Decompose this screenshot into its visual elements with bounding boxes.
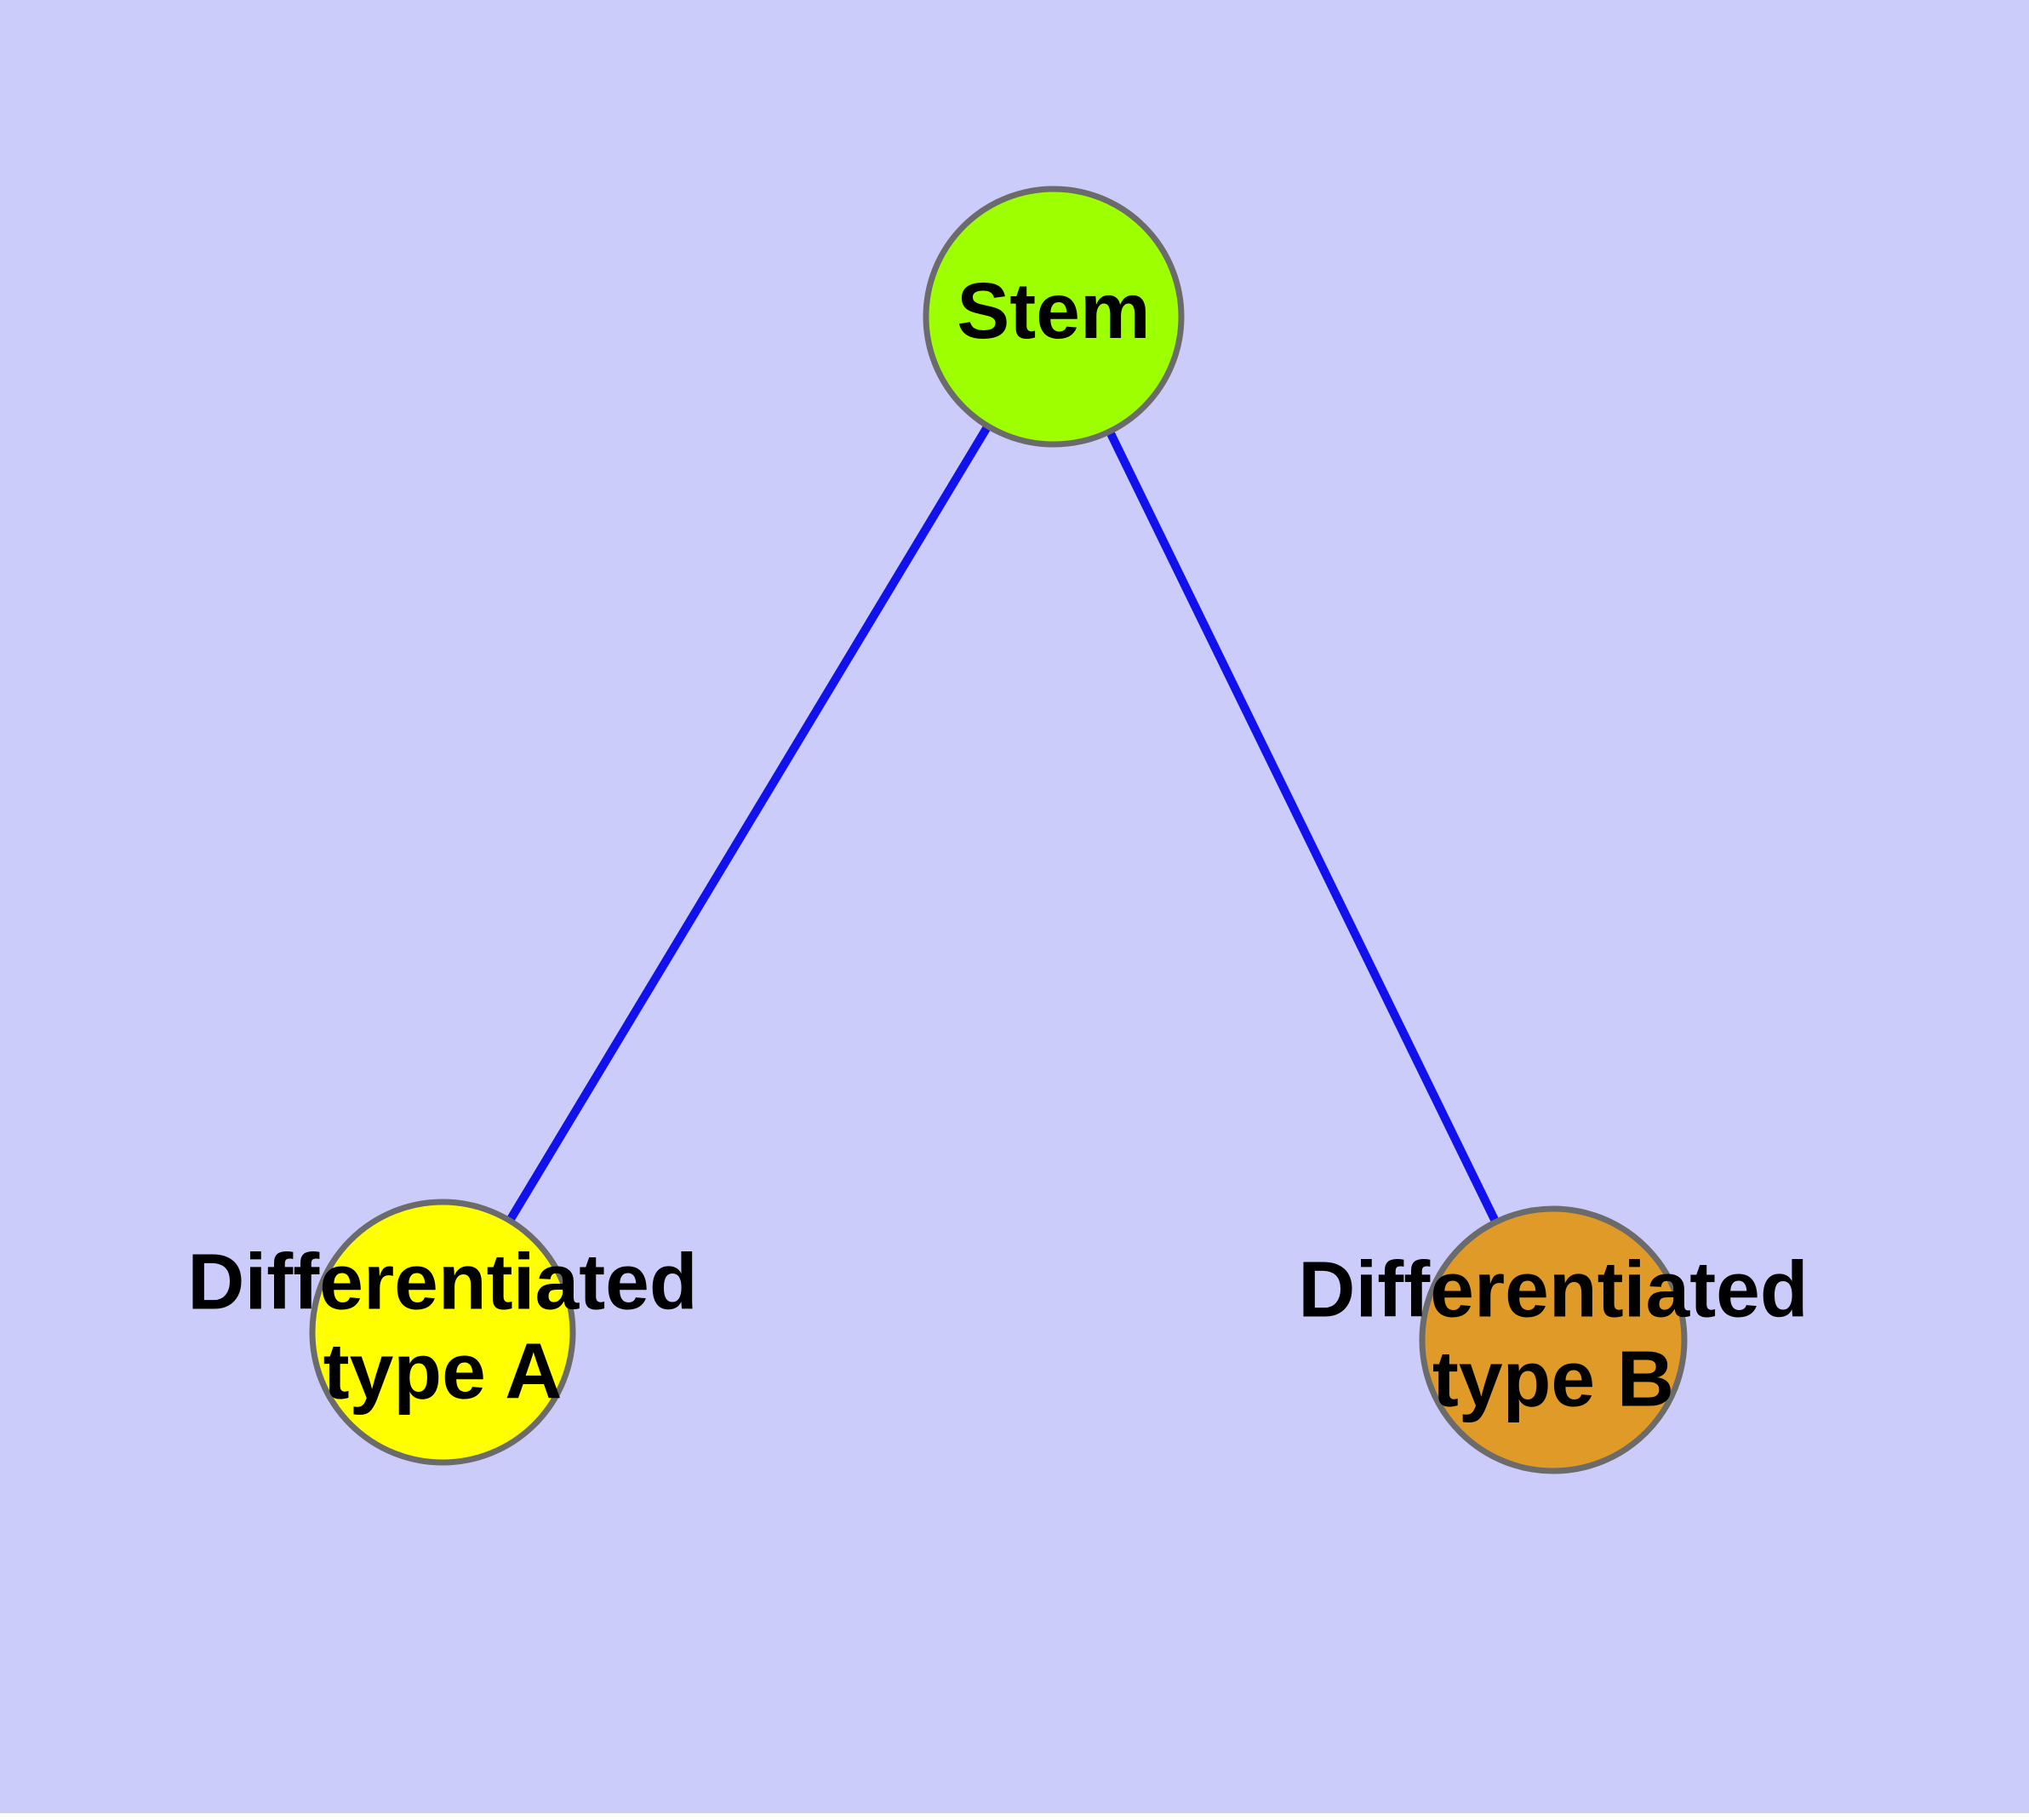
graph-node-stem[interactable]: Stem <box>923 186 1185 448</box>
node-label-line: type B <box>1432 1334 1674 1422</box>
node-label-line: Stem <box>957 266 1150 355</box>
node-circle-diff_a[interactable] <box>309 1199 576 1466</box>
graph-edge-stem-to-a[interactable] <box>438 314 1058 1335</box>
graph-edge-stem-to-b[interactable] <box>1049 314 1557 1342</box>
node-label-stem: Stem <box>957 266 1150 355</box>
node-circle-diff_b[interactable] <box>1419 1205 1688 1474</box>
node-label-line: type A <box>323 1326 563 1415</box>
node-label-line: Differentiated <box>187 1237 697 1325</box>
edges-layer <box>438 314 1557 1342</box>
node-circle-stem[interactable] <box>923 186 1185 448</box>
node-label-line: Differentiated <box>1298 1245 1808 1333</box>
